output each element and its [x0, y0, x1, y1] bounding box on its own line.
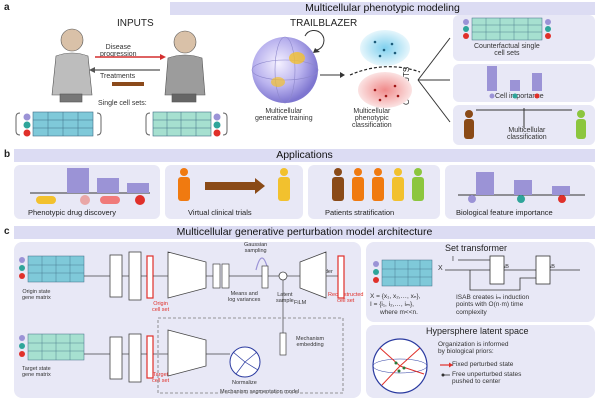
origin-cell-set-label: Origin cell set: [152, 301, 170, 313]
patient-figure-right: [164, 30, 206, 103]
organization-text: Organization is informed by biological p…: [438, 341, 509, 356]
cell-set-icon-right: [145, 111, 228, 137]
inputs-label: INPUTS: [117, 18, 154, 29]
fixed-state-text: Fixed perturbed state: [452, 361, 514, 368]
app-label-clinical-trials: Virtual clinical trials: [188, 208, 252, 217]
data-balancer-bottom-label: Data balancer: [131, 340, 137, 376]
disease-progression-label: Disease progression: [100, 44, 137, 58]
generative-training-label: Multicellular generative training: [255, 108, 313, 122]
mechanism-segmentation-label: Mechanism segmentation model: [220, 389, 300, 395]
patient-figure-left: [51, 28, 93, 103]
counterfactual-label: Counterfactual single cell sets: [474, 43, 540, 57]
means-label: Means and log variances: [228, 291, 261, 303]
set-encoder-bottom-label: Set encoder: [174, 347, 204, 353]
target-cell-set-label: Target cell set: [152, 372, 170, 384]
normalize-label: Normalize: [232, 380, 257, 386]
trailblazer-label: TRAILBLAZER: [290, 18, 358, 29]
rotate-icon: [304, 29, 325, 51]
architecture-box: [14, 242, 361, 398]
reconstructed-label: Reconstructed cell set: [328, 292, 364, 304]
i-definition: I = {i₁, i₂,…, iₘ},: [370, 301, 414, 308]
panel-letter-c: c: [4, 226, 10, 237]
isab-text: ISAB creates iₘ induction points with O(…: [456, 294, 530, 316]
multicellular-classification-label: Multicellular classification: [507, 127, 547, 141]
app-label-feature-importance: Biological feature importance: [456, 208, 553, 217]
app-label-stratification: Patients stratification: [325, 208, 395, 217]
film-label: FiLM: [294, 300, 307, 306]
target-matrix-label: Target state gene matrix: [22, 366, 51, 378]
x-label: X: [438, 265, 443, 272]
panel-letter-a: a: [4, 2, 10, 13]
outputs-label: OUTPUTS: [402, 66, 411, 106]
app-label-drug-discovery: Phenotypic drug discovery: [28, 208, 116, 217]
panel-b-title: Applications: [14, 149, 595, 162]
cell-importance-box: [453, 64, 595, 102]
where-text: where m<<n.: [380, 309, 418, 316]
gaussian-label: Gaussian sampling: [244, 242, 268, 254]
cell-set-icon-left: [15, 111, 102, 137]
harmonizer-top-label: Harmonizer: [112, 261, 118, 291]
harmonizer-bottom-label: Harmonizer: [112, 343, 118, 373]
single-cell-sets-label: Single cell sets:: [98, 100, 147, 107]
treatments-label: Treatments: [100, 73, 136, 80]
decoder-label: Decoder: [312, 269, 333, 275]
set-transformer-title: Set transformer: [445, 243, 508, 253]
panel-a-title: Multicellular phenotypic modeling: [170, 2, 595, 15]
free-states-text: Free unperturbed states pushed to center: [452, 371, 522, 386]
mab-label-1: MAB: [497, 264, 509, 270]
latent-label: Latent sample: [276, 292, 294, 304]
phenotypic-classification-label: Multicellular phenotypic classification: [352, 108, 392, 129]
i-label: I: [452, 256, 454, 263]
panel-letter-b: b: [4, 149, 11, 160]
x-definition: X = {x₁, x₂,…, xₙ},: [370, 293, 421, 300]
mechanism-embedding-label: Mechanism embedding: [296, 336, 325, 348]
set-encoder-top-label: Set encoder: [174, 269, 204, 275]
syringe-icon: [112, 82, 144, 86]
mab-label-2: MAB: [543, 264, 555, 270]
latent-sphere: [252, 37, 318, 103]
hypersphere-title: Hypersphere latent space: [426, 326, 529, 336]
panel-c-title: Multicellular generative perturbation mo…: [14, 226, 595, 239]
data-balancer-top-label: Data balancer: [131, 258, 137, 294]
origin-matrix-label: Origin state gene matrix: [22, 289, 51, 301]
cell-importance-label: Cell importance: [495, 93, 544, 100]
